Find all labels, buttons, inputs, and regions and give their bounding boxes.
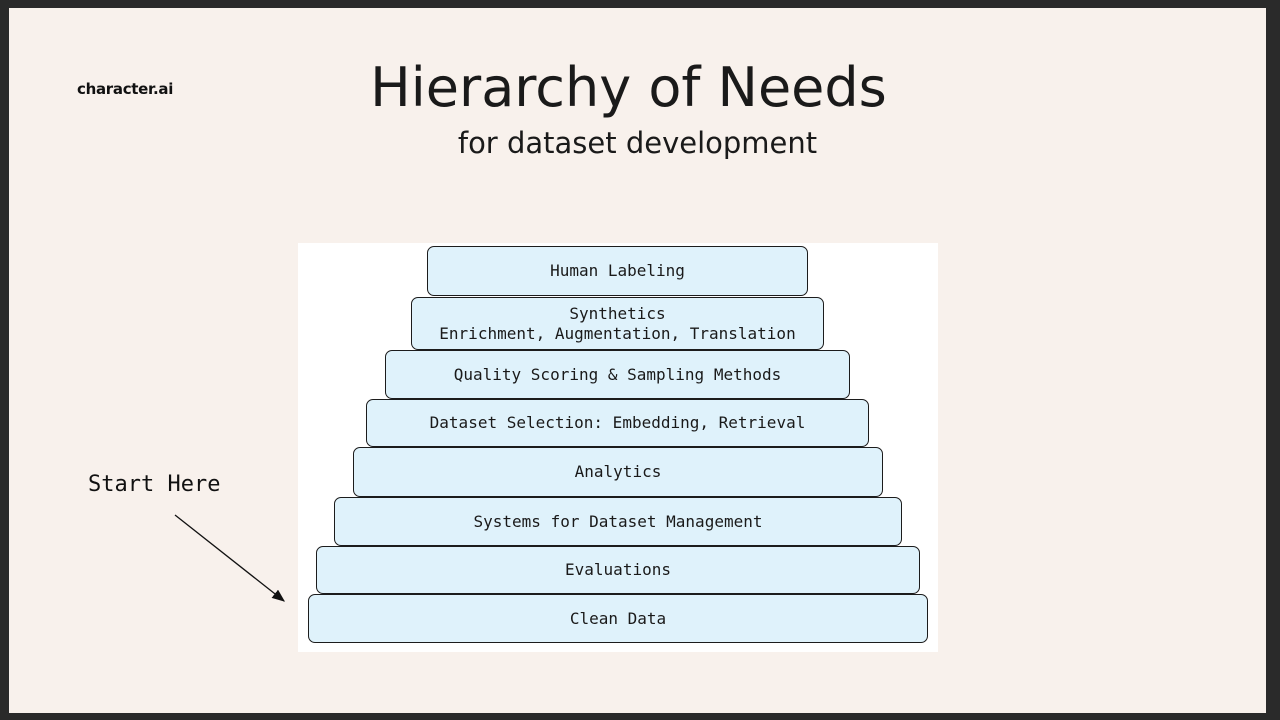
slide: character.ai Hierarchy of Needs for data… xyxy=(9,8,1266,713)
layer-label: Dataset Selection: Embedding, Retrieval xyxy=(429,413,806,432)
layer-label: Analytics xyxy=(574,462,662,481)
start-here-label: Start Here xyxy=(88,472,221,497)
pyramid-layer-dataset-management: Systems for Dataset Management xyxy=(334,497,902,546)
pyramid-diagram: Human Labeling Synthetics Enrichment, Au… xyxy=(298,243,938,652)
layer-label: Evaluations xyxy=(565,560,671,579)
slide-subtitle: for dataset development xyxy=(457,126,818,160)
pyramid-layer-human-labeling: Human Labeling xyxy=(427,246,808,296)
layer-label: Quality Scoring & Sampling Methods xyxy=(453,364,782,384)
pyramid-layer-clean-data: Clean Data xyxy=(308,594,928,643)
pyramid-layer-analytics: Analytics xyxy=(353,447,883,497)
start-here-arrow xyxy=(174,514,286,602)
layer-label: Synthetics xyxy=(569,303,666,323)
layer-label: Systems for Dataset Management xyxy=(473,511,763,531)
layer-label: Clean Data xyxy=(569,608,667,628)
pyramid-layer-synthetics: Synthetics Enrichment, Augmentation, Tra… xyxy=(411,297,824,350)
layer-sublabel: Enrichment, Augmentation, Translation xyxy=(439,323,796,343)
pyramid-layer-evaluations: Evaluations xyxy=(316,546,920,594)
pyramid-layer-quality-scoring: Quality Scoring & Sampling Methods xyxy=(385,350,850,399)
layer-label: Human Labeling xyxy=(550,261,685,280)
slide-title: Hierarchy of Needs xyxy=(370,56,887,119)
pyramid-layer-dataset-selection: Dataset Selection: Embedding, Retrieval xyxy=(366,399,869,447)
character-ai-logo: character.ai xyxy=(77,80,174,98)
